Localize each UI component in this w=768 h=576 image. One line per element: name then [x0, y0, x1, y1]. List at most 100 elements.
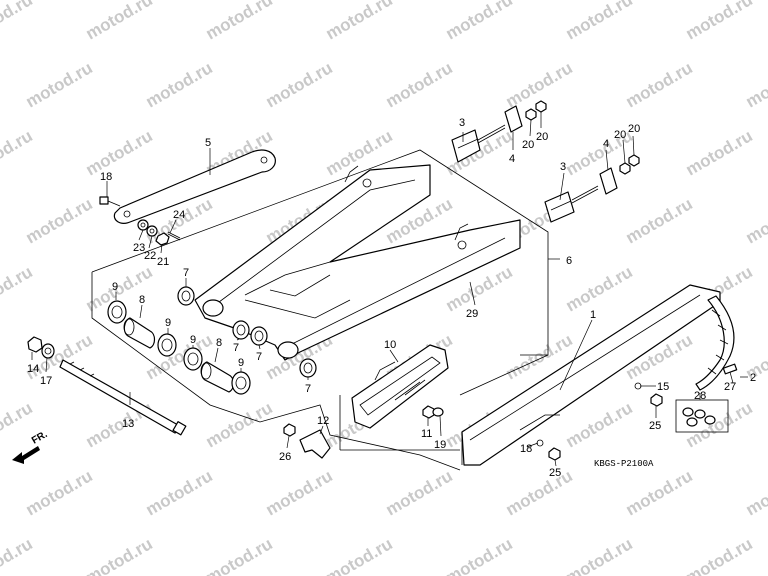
swingarm [194, 164, 521, 361]
callout-9-a: 9 [112, 281, 118, 293]
callout-25-b: 25 [549, 467, 561, 479]
callout-29: 29 [466, 308, 478, 320]
watermark-text: motod.ru [623, 466, 696, 519]
callout-20-a: 20 [522, 139, 534, 151]
callout-7-a: 7 [183, 267, 189, 279]
front-direction-arrow [12, 446, 40, 464]
bushing-7-d [299, 358, 317, 378]
callout-15: 15 [657, 381, 669, 393]
callout-22: 22 [144, 250, 156, 262]
chain-slider-10 [351, 344, 449, 429]
callout-4-upper: 4 [509, 153, 515, 165]
watermark-text: motod.ru [83, 126, 156, 179]
watermark-text: motod.ru [23, 58, 96, 111]
pivot-bolt-13 [59, 359, 187, 436]
watermark-text: motod.ru [0, 0, 36, 43]
watermark-text: motod.ru [623, 194, 696, 247]
nut-20-upper-b [535, 100, 547, 113]
watermark-text: motod.ru [323, 0, 396, 43]
hose-clamp-12 [299, 429, 331, 459]
watermark-text: motod.ru [323, 534, 396, 576]
assembly-outline-swingarm [91, 149, 549, 471]
callout-labels: 5 18 24 23 22 21 7 9 8 9 9 8 9 7 7 7 13 … [27, 117, 756, 479]
watermark-text: motod.ru [623, 58, 696, 111]
callout-9-b: 9 [165, 317, 171, 329]
callout-20-d: 20 [628, 123, 640, 135]
callout-27: 27 [724, 381, 736, 393]
callout-8-a: 8 [139, 294, 145, 306]
callout-4-lower: 4 [603, 138, 609, 150]
callout-5: 5 [205, 137, 211, 149]
watermark-text: motod.ru [203, 0, 276, 43]
dust-seal-9-b [157, 333, 177, 357]
bushing-7-c [250, 326, 268, 346]
watermark-text: motod.ru [503, 466, 576, 519]
callout-9-d: 9 [238, 357, 244, 369]
bolt-18-torque-rod [99, 196, 121, 207]
watermark-text: motod.ru [443, 534, 516, 576]
chain-adjuster-3-upper [451, 124, 506, 163]
bolt-26 [283, 423, 296, 437]
watermark-text: motod.ru [383, 58, 456, 111]
callout-12: 12 [317, 415, 329, 427]
callout-17: 17 [40, 375, 52, 387]
callout-14: 14 [27, 363, 39, 375]
drive-chain-28 [695, 295, 735, 391]
bolt-11 [422, 405, 435, 419]
callout-13: 13 [122, 418, 134, 430]
nut-21 [155, 232, 170, 246]
bolt-25-upper [650, 393, 663, 407]
callout-25-a: 25 [649, 420, 661, 432]
callout-18: 18 [100, 171, 112, 183]
leader-lines [31, 112, 748, 467]
callout-7-d: 7 [305, 383, 311, 395]
watermark-text: motod.ru [203, 534, 276, 576]
callout-9-c: 9 [190, 334, 196, 346]
adjuster-plate-4-upper [504, 105, 523, 133]
watermark-text: motod.ru [683, 534, 756, 576]
dust-seal-9-d [231, 371, 251, 395]
callout-18-b: 18 [520, 443, 532, 455]
watermark-text: motod.ru [683, 126, 756, 179]
watermark-text: motod.ru [83, 0, 156, 43]
diagram-code: KBGS-P2100A [594, 459, 654, 469]
nut-20-lower-b [628, 154, 640, 167]
watermark-text: motod.ru [743, 58, 768, 111]
nut-14 [27, 336, 43, 353]
watermark-text: motod.ru [683, 0, 756, 43]
callout-3-upper: 3 [459, 117, 465, 129]
watermark-text: motod.ru [383, 466, 456, 519]
master-link-set-box [675, 399, 729, 433]
watermark-text: motod.ru [563, 262, 636, 315]
callout-24: 24 [173, 209, 185, 221]
torque-rod [113, 149, 276, 224]
watermark-text: motod.ru [143, 466, 216, 519]
callout-20-b: 20 [536, 131, 548, 143]
watermark-text: motod.ru [743, 194, 768, 247]
bushing-7-a [177, 286, 195, 306]
watermark-text: motod.ru [83, 534, 156, 576]
master-link-27 [722, 363, 738, 375]
washer-17 [41, 343, 55, 359]
callout-8-b: 8 [216, 337, 222, 349]
adjuster-plate-4-lower [599, 167, 618, 195]
watermark-text: motod.ru [0, 262, 36, 315]
watermark-text: motod.ru [443, 0, 516, 43]
watermark-text: motod.ru [263, 466, 336, 519]
pivot-collar-8-b [200, 361, 235, 393]
callout-1: 1 [590, 309, 596, 321]
watermark-text: motod.ru [563, 0, 636, 43]
nut-20-upper-a [525, 108, 537, 121]
watermark-text: motod.ru [263, 58, 336, 111]
callout-20-c: 20 [614, 129, 626, 141]
callout-23: 23 [133, 242, 145, 254]
callout-26: 26 [279, 451, 291, 463]
watermark-text: motod.ru [23, 194, 96, 247]
watermark-text: motod.ru [0, 398, 36, 451]
callout-7-c: 7 [256, 351, 262, 363]
callout-21: 21 [157, 256, 169, 268]
washer-22 [146, 225, 158, 237]
callout-10: 10 [384, 339, 396, 351]
assembly-outline-chaincase [339, 395, 460, 451]
